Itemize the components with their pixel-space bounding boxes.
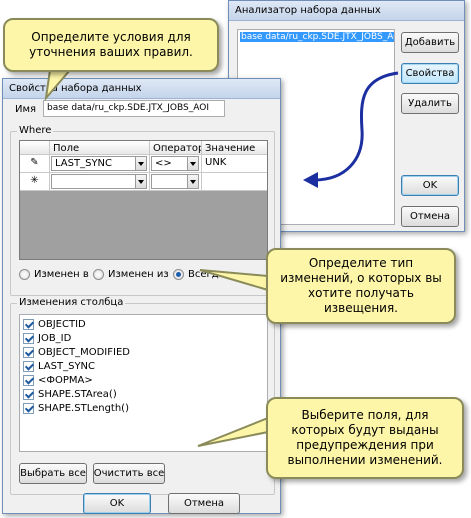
callout-change-type: Определите тип изменений, о которых вы х… [266, 248, 456, 324]
analyzer-cancel-button[interactable]: Отмена [401, 206, 459, 227]
select-all-button[interactable]: Выбрать все [19, 463, 87, 484]
new-operator-combo[interactable] [151, 174, 199, 189]
column-changes-label: Изменения столбца [17, 297, 126, 308]
properties-title: Свойства набора данных [3, 79, 280, 99]
callout-conditions: Определите условия для уточнения ваших п… [3, 18, 219, 72]
grid-row-edit-indicator: ✎ [20, 155, 50, 173]
column-item[interactable]: <ФОРМА> [23, 374, 93, 387]
clear-all-button[interactable]: Очистить все [93, 463, 165, 484]
checkbox-checked[interactable] [23, 319, 34, 330]
properties-ok-button[interactable]: OK [83, 493, 151, 514]
properties-button[interactable]: Свойства [401, 63, 459, 84]
grid-row1-value-cell[interactable]: UNK [202, 155, 267, 173]
grid-row1-field-cell[interactable]: LAST_SYNC [50, 155, 150, 173]
grid-row1-operator-cell[interactable]: <> [150, 155, 202, 173]
radio-always-label: Всегда [188, 269, 225, 280]
grid-header-operator[interactable]: Оператор [150, 141, 202, 155]
chevron-down-icon[interactable] [187, 175, 198, 188]
radio-always[interactable] [173, 269, 184, 280]
chevron-down-icon[interactable] [187, 157, 198, 170]
name-field[interactable]: base data/ru_ckp.SDE.JTX_JOBS_AOI [43, 100, 225, 117]
field-combo[interactable]: LAST_SYNC [51, 156, 147, 171]
add-button[interactable]: Добавить [401, 32, 459, 53]
radio-changed-in[interactable] [19, 269, 30, 280]
checkbox-checked[interactable] [23, 389, 34, 400]
analyzer-ok-button[interactable]: OK [401, 175, 459, 196]
checkbox-checked[interactable] [23, 333, 34, 344]
conditions-grid[interactable]: Поле Оператор Значение ✎ LAST_SYNC <> UN… [19, 140, 268, 260]
name-label: Имя [15, 104, 37, 115]
radio-changed-in-label: Изменен в [34, 269, 89, 280]
column-item[interactable]: LAST_SYNC [23, 360, 95, 373]
grid-header-value[interactable]: Значение [202, 141, 267, 155]
checkbox-checked[interactable] [23, 347, 34, 358]
callout-fields: Выберите поля, для которых будут выданы … [266, 397, 464, 479]
grid-new-row-indicator: ✳ [20, 173, 50, 191]
pencil-icon: ✎ [30, 157, 39, 168]
analyzer-title: Анализатор набора данных [229, 1, 464, 21]
radio-changed-from[interactable] [93, 269, 104, 280]
chevron-down-icon[interactable] [135, 157, 146, 170]
grid-corner [20, 141, 50, 155]
dataset-properties-window: Свойства набора данных Имя base data/ru_… [2, 78, 281, 514]
chevron-down-icon[interactable] [135, 175, 146, 188]
column-item[interactable]: OBJECT_MODIFIED [23, 346, 130, 359]
new-field-combo[interactable] [51, 174, 147, 189]
column-checklist[interactable]: OBJECTID JOB_ID OBJECT_MODIFIED LAST_SYN… [19, 314, 268, 452]
checkbox-checked[interactable] [23, 361, 34, 372]
operator-combo[interactable]: <> [151, 156, 199, 171]
properties-cancel-button[interactable]: Отмена [168, 493, 240, 514]
radio-changed-from-label: Изменен из [108, 269, 169, 280]
where-group: Where Поле Оператор Значение ✎ LAST_SYNC… [10, 125, 275, 296]
grid-new-field-cell[interactable] [50, 173, 150, 191]
column-item[interactable]: OBJECTID [23, 318, 86, 331]
column-item[interactable]: JOB_ID [23, 332, 71, 345]
grid-header-field[interactable]: Поле [50, 141, 150, 155]
new-row-icon: ✳ [30, 175, 39, 186]
analyzer-dataset-list-item[interactable]: base data/ru_ckp.SDE.JTX_JOBS_AOI [240, 32, 394, 42]
where-label: Where [17, 125, 54, 136]
delete-button[interactable]: Удалить [401, 93, 459, 114]
column-item[interactable]: SHAPE.STLength() [23, 402, 129, 415]
grid-new-operator-cell[interactable] [150, 173, 202, 191]
grid-new-value-cell[interactable] [202, 173, 267, 191]
checkbox-checked[interactable] [23, 403, 34, 414]
column-changes-group: Изменения столбца OBJECTID JOB_ID OBJECT… [10, 297, 275, 495]
checkbox-checked[interactable] [23, 375, 34, 386]
column-item[interactable]: SHAPE.STArea() [23, 388, 117, 401]
